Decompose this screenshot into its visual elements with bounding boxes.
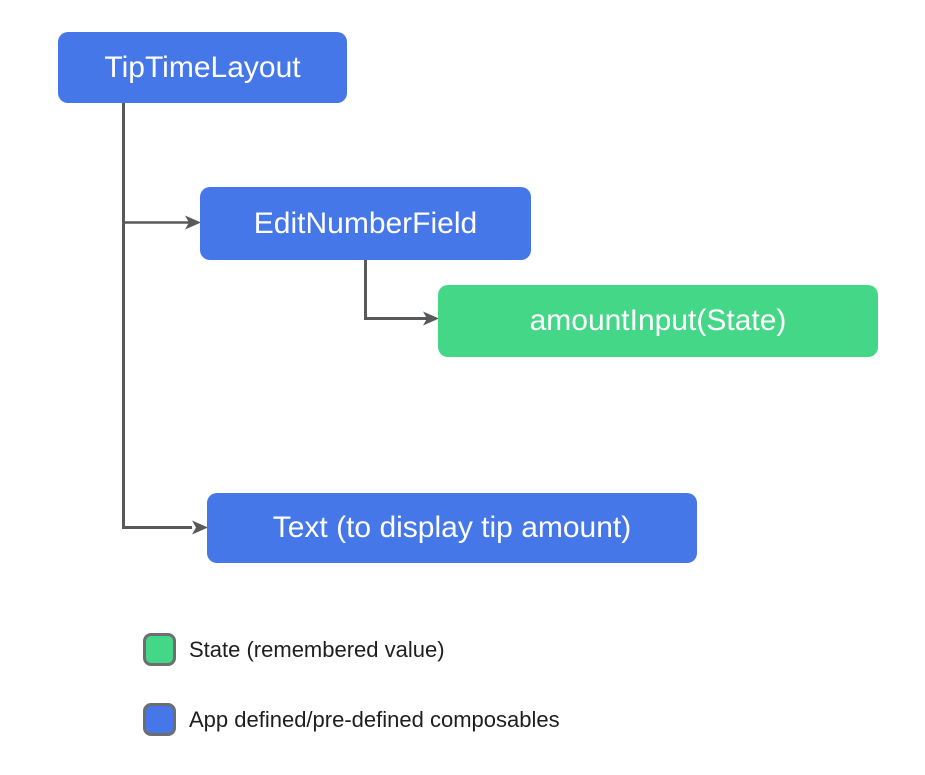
legend-item-state: State (remembered value) [143,633,445,666]
node-amount-input-state: amountInput(State) [438,285,878,357]
node-text-display-tip-amount: Text (to display tip amount) [207,493,697,563]
connector-tiptimelayout-trunk [122,103,192,529]
arrowhead-icon [185,215,201,230]
arrowhead-icon [192,520,208,535]
legend-item-composables: App defined/pre-defined composables [143,703,560,736]
legend-label-composables: App defined/pre-defined composables [189,706,560,732]
state-color-swatch [143,633,176,666]
composable-color-swatch [143,703,176,736]
node-tip-time-layout: TipTimeLayout [58,32,347,103]
connector-to-amountinput [364,260,429,320]
legend-label-state: State (remembered value) [189,636,445,662]
node-edit-number-field: EditNumberField [200,187,531,260]
arrowhead-icon [423,311,439,326]
